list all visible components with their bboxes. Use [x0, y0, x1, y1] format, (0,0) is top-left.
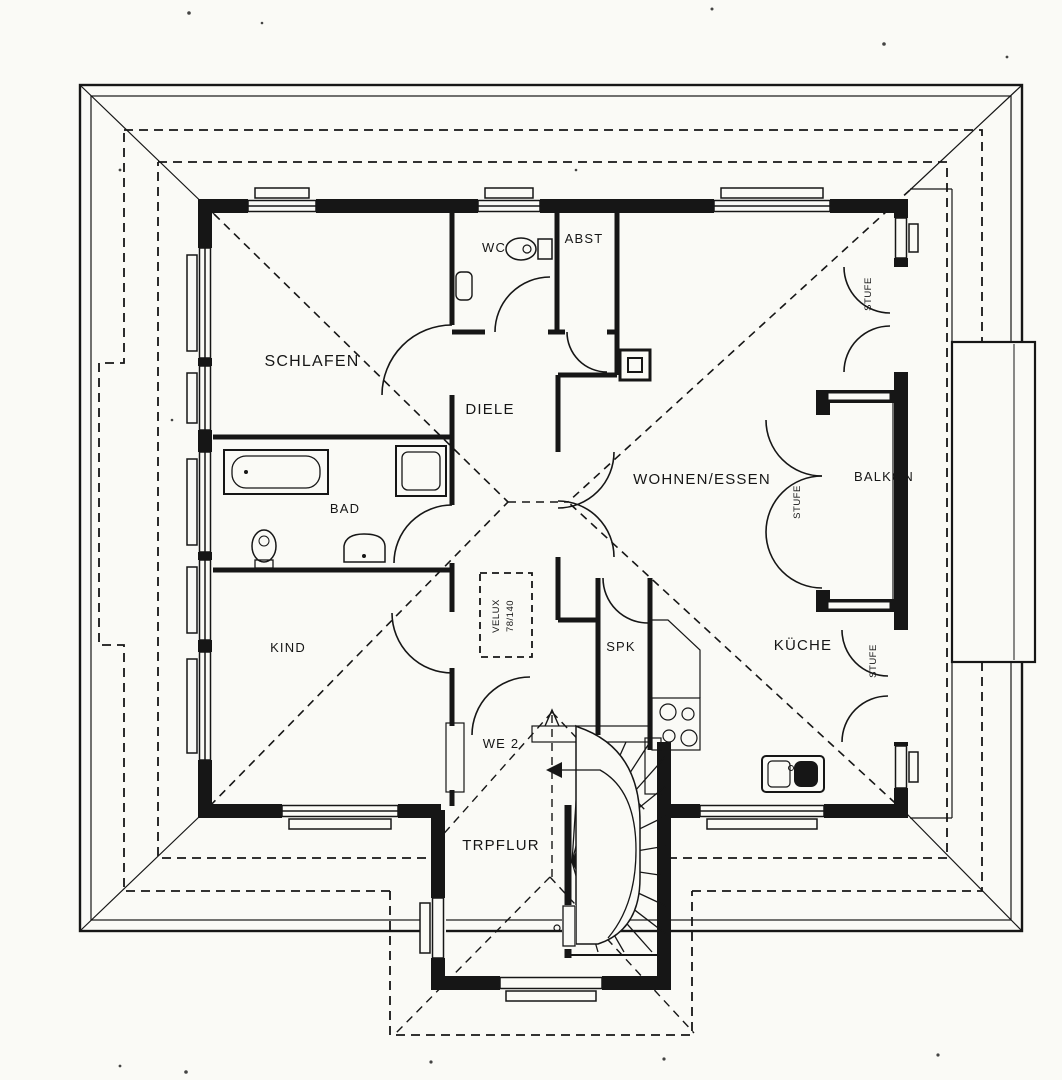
- door-we2: [471, 676, 531, 736]
- door-kind: [391, 612, 453, 674]
- label-stufe-balkon: STUFE: [792, 485, 803, 519]
- door-balkon-3: [765, 531, 823, 589]
- porch-roof-dashed: [389, 891, 693, 1036]
- window: [186, 451, 213, 553]
- label-spk: SPK: [606, 639, 636, 654]
- label-trpflur: TRPFLUR: [462, 837, 540, 854]
- stair-arrow-icon: [546, 762, 562, 778]
- window: [419, 897, 446, 959]
- door-abst: [566, 331, 608, 373]
- door-spk: [602, 577, 649, 624]
- window: [247, 187, 317, 214]
- roof-extension-balcony: [910, 188, 1037, 819]
- sink: [455, 271, 473, 301]
- chimney: [618, 348, 652, 382]
- roof-hip-dashed-lines: [199, 189, 911, 1034]
- balcony-railing: [827, 392, 905, 610]
- window: [699, 803, 825, 830]
- door-schlafen: [381, 324, 453, 396]
- door-bad: [393, 504, 453, 564]
- windows: [186, 187, 919, 1002]
- label-wohnen-essen: WOHNEN/ESSEN: [633, 471, 771, 488]
- label-bad: BAD: [330, 501, 360, 516]
- label-we2: WE 2: [483, 736, 520, 751]
- label-diele: DIELE: [465, 401, 514, 418]
- ridge-arrow-icon: [544, 708, 560, 727]
- window: [186, 247, 213, 359]
- window: [186, 559, 213, 641]
- label-wc: WC: [482, 240, 506, 255]
- velux-brand-label: VELUX: [491, 599, 502, 633]
- scan-noise: [118, 7, 1009, 1074]
- interior-walls: [213, 213, 661, 958]
- label-stufe-kueche: STUFE: [868, 644, 879, 678]
- exterior-walls: [198, 199, 908, 990]
- sink: [343, 533, 386, 563]
- velux-skylight: VELUX 78/140: [479, 572, 533, 658]
- label-kueche: KÜCHE: [774, 636, 833, 654]
- porch-right-wall: [657, 742, 671, 990]
- window: [186, 651, 213, 761]
- bathtub: [223, 449, 329, 495]
- door-balkon-1: [765, 419, 823, 477]
- roof-dashed-contours: [98, 129, 983, 1036]
- velux-size-label: 78/140: [505, 600, 516, 632]
- door-stufe-kueche-1: [841, 629, 889, 677]
- window: [477, 187, 541, 214]
- door-stufe-kueche-2: [841, 695, 889, 743]
- toilet: [505, 237, 537, 261]
- door-wc: [494, 276, 551, 333]
- label-stufe-top: STUFE: [863, 277, 874, 311]
- door-diele-wohnen-2: [557, 500, 615, 558]
- window: [281, 803, 399, 830]
- stair-walk-line: [548, 769, 637, 939]
- wc-fixtures: [455, 237, 553, 301]
- toilet: [251, 529, 277, 563]
- window: [893, 217, 919, 259]
- label-abst: ABST: [565, 231, 604, 246]
- door-stufe-top-2: [843, 325, 891, 373]
- door-stufe-top-1: [843, 266, 891, 314]
- window: [713, 187, 831, 214]
- bad-fixtures: [223, 445, 447, 569]
- label-balkon: BALKON: [854, 469, 914, 484]
- window: [499, 975, 603, 1002]
- kitchen-sink: [761, 755, 825, 793]
- shower: [395, 445, 447, 497]
- counter: [650, 619, 701, 698]
- label-schlafen: SCHLAFEN: [265, 353, 360, 370]
- door-openings: [815, 267, 909, 742]
- label-kind: KIND: [270, 640, 306, 655]
- stair-entry-door: [562, 905, 576, 947]
- stair-eye: [575, 724, 641, 945]
- doors: [381, 266, 891, 743]
- stairs: [546, 724, 667, 953]
- door-balkon-2: [765, 475, 823, 533]
- door-diele-wohnen-1: [557, 451, 615, 509]
- window: [186, 365, 213, 431]
- stove: [651, 697, 701, 751]
- window: [893, 745, 919, 789]
- room-labels: SCHLAFEN WC ABST DIELE WOHNEN/ESSEN BALK…: [265, 231, 914, 854]
- kitchen-fixtures: [650, 619, 825, 793]
